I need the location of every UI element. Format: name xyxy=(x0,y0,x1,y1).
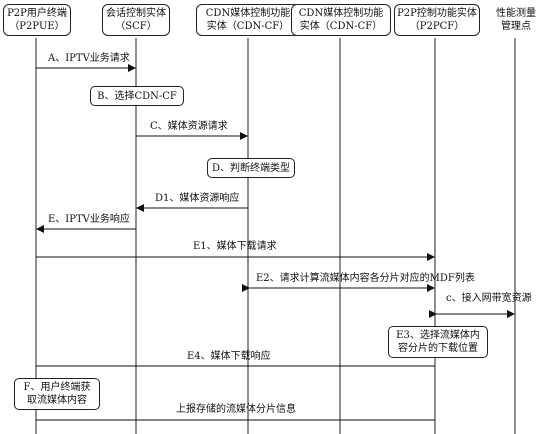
entity-measure-line2: 管理点 xyxy=(501,21,531,32)
note-f: F、用户终端获 取流媒体内容 xyxy=(14,378,100,410)
entity-p2pue: P2P用户终端 （P2PUE） xyxy=(3,4,71,36)
entity-p2pcf-line1: P2P控制功能实体 xyxy=(397,8,477,19)
message-c-small-label: c、接入网带宽资源 xyxy=(446,293,532,304)
note-d-text: D、判断终端类型 xyxy=(211,162,291,174)
note-b-text: B、选择CDN-CF xyxy=(97,90,177,102)
note-d: D、判断终端类型 xyxy=(207,158,295,178)
entity-cdn-cf-2: CDN媒体控制功能 实体（CDN-CF） xyxy=(291,4,391,36)
entity-p2pue-line1: P2P用户终端 xyxy=(7,8,67,19)
entity-measure: 性能测量 管理点 xyxy=(488,4,544,36)
note-b: B、选择CDN-CF xyxy=(90,86,184,106)
message-c-label: C、媒体资源请求 xyxy=(150,121,228,132)
entity-cdn-cf-1-line1: CDN媒体控制功能 xyxy=(205,8,291,19)
note-e3-line1: E3、选择流媒体内 xyxy=(396,330,480,341)
entity-measure-line1: 性能测量 xyxy=(496,8,536,19)
note-e3-line2: 容分片的下载位置 xyxy=(398,343,478,354)
entity-scf-line2: （SCF） xyxy=(115,21,157,32)
message-e-label: E、IPTV业务响应 xyxy=(48,214,130,225)
message-a-label: A、IPTV业务请求 xyxy=(48,53,130,64)
entity-cdn-cf-2-line2: 实体（CDN-CF） xyxy=(299,21,383,32)
entity-scf: 会话控制实体 （SCF） xyxy=(102,4,170,36)
entity-p2pcf-line2: （P2PCF） xyxy=(409,21,465,32)
entity-cdn-cf-2-line1: CDN媒体控制功能 xyxy=(298,8,384,19)
entity-p2pue-line2: （P2PUE） xyxy=(9,21,65,32)
entity-cdn-cf-1: CDN媒体控制功能 实体（CDN-CF） xyxy=(196,4,300,36)
message-e1-label: E1、媒体下载请求 xyxy=(193,241,277,252)
note-f-line1: F、用户终端获 xyxy=(23,382,91,393)
message-d1-label: D1、媒体资源响应 xyxy=(155,193,240,204)
entity-p2pcf: P2P控制功能实体 （P2PCF） xyxy=(394,4,480,36)
message-e4-label: E4、媒体下载响应 xyxy=(187,351,271,362)
entity-cdn-cf-1-line2: 实体（CDN-CF） xyxy=(206,21,290,32)
message-e2-label: E2、请求计算流媒体内容各分片对应的MDF列表 xyxy=(256,273,475,284)
message-report-label: 上报存储的流媒体分片信息 xyxy=(176,404,296,415)
note-f-line2: 取流媒体内容 xyxy=(27,395,87,406)
note-e3: E3、选择流媒体内 容分片的下载位置 xyxy=(388,326,488,358)
entity-scf-line1: 会话控制实体 xyxy=(106,8,166,19)
